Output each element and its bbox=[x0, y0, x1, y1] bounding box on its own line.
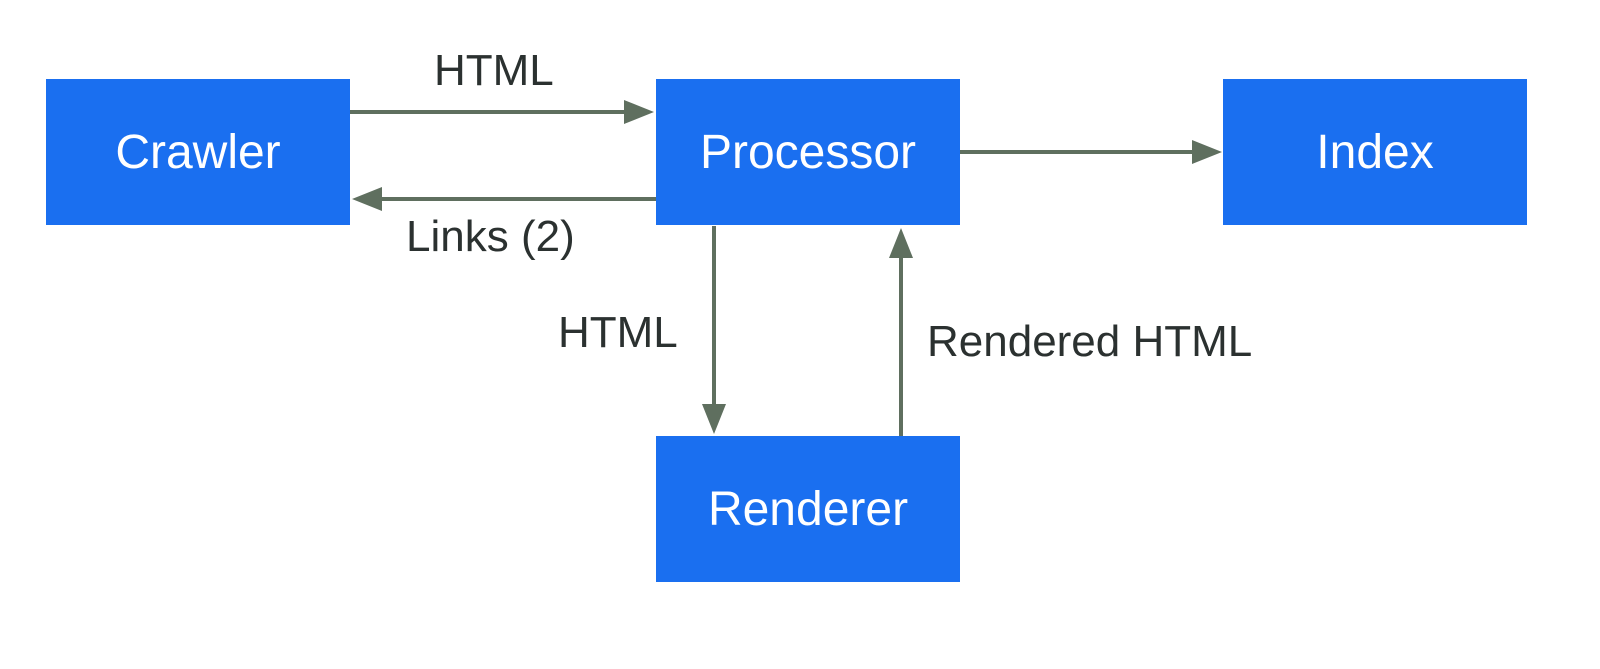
crawler-node: Crawler bbox=[46, 79, 350, 225]
edge-label-renderer-to-processor: Rendered HTML bbox=[927, 317, 1253, 366]
index-node: Index bbox=[1223, 79, 1527, 225]
processor-node: Processor bbox=[656, 79, 960, 225]
renderer-node: Renderer bbox=[656, 436, 960, 582]
arrow-processor-to-index bbox=[960, 140, 1222, 164]
arrow-crawler-to-processor bbox=[350, 100, 654, 124]
arrow-processor-to-crawler bbox=[352, 187, 656, 211]
arrow-renderer-to-processor bbox=[889, 228, 913, 436]
processor-label: Processor bbox=[699, 125, 917, 179]
index-label: Index bbox=[1316, 125, 1434, 179]
arrow-processor-to-renderer bbox=[702, 226, 726, 434]
renderer-label: Renderer bbox=[707, 482, 909, 536]
edge-label-processor-to-crawler: Links (2) bbox=[406, 212, 575, 261]
crawler-label: Crawler bbox=[115, 125, 281, 179]
edge-label-crawler-to-processor: HTML bbox=[434, 46, 554, 95]
edge-label-processor-to-renderer: HTML bbox=[558, 308, 678, 357]
